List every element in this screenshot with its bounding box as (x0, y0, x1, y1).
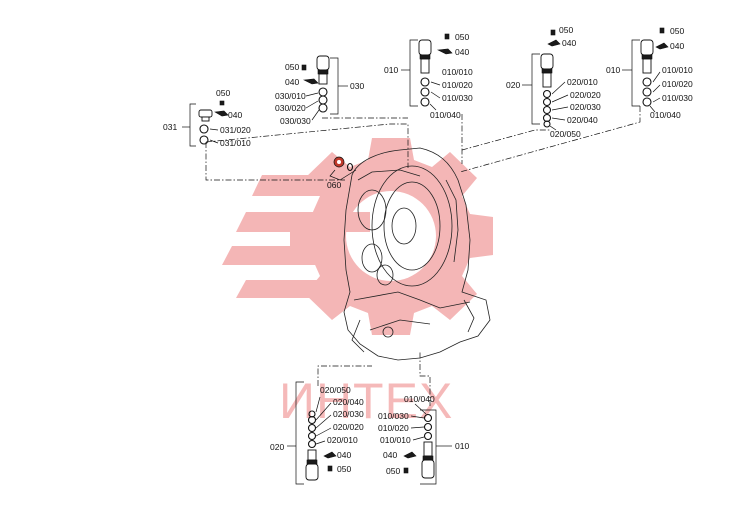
part-label: 020/050 (320, 385, 351, 395)
part-label: 020/030 (333, 409, 364, 419)
part-label: 010/020 (662, 79, 693, 89)
part-label: 031/010 (220, 138, 251, 148)
part-label: 020/040 (333, 397, 364, 407)
group-020-bottom: 020 020/050 020/040 020/030 020/020 020/… (270, 381, 364, 485)
part-label: 010/010 (442, 67, 473, 77)
assembly-dashed-lines (205, 106, 641, 406)
part-label: 030/020 (275, 103, 306, 113)
part-label: 010/030 (378, 411, 409, 421)
group-010-bottom-label: 010 (455, 441, 469, 451)
part-label: 010/030 (662, 93, 693, 103)
solenoid-valve (305, 463, 319, 481)
group-020-top: 020 050 040 020/010 020/020 020/030 020/… (506, 25, 601, 139)
part-label: 040 (337, 450, 351, 460)
part-label: 010/010 (662, 65, 693, 75)
group-060: 060 (327, 156, 357, 190)
group-010-right-label: 010 (606, 65, 620, 75)
solenoid-valve (316, 55, 330, 71)
part-label: 020/010 (567, 77, 598, 87)
group-020-bottom-label: 020 (270, 442, 284, 452)
group-010-bottom: 010 010/040 010/030 010/020 010/010 040 … (378, 394, 469, 485)
part-label: 040 (228, 110, 242, 120)
part-label: 050 (670, 26, 684, 36)
part-label: 010/040 (430, 110, 461, 120)
part-label: 040 (562, 38, 576, 48)
part-label: 010/040 (404, 394, 435, 404)
part-label: 031/020 (220, 125, 251, 135)
group-010-right: 010 050 040 010/010 010/020 010/030 010/… (606, 26, 693, 120)
group-030: 030 050 040 030/010 030/020 030/030 (275, 55, 364, 126)
part-label: 050 (455, 32, 469, 42)
part-label: 020/020 (333, 422, 364, 432)
part-label: 010/010 (380, 435, 411, 445)
part-label: 020/050 (550, 129, 581, 139)
group-010-top-label: 010 (384, 65, 398, 75)
part-label: 050 (337, 464, 351, 474)
part-label: 050 (559, 25, 573, 35)
part-label: 010/030 (442, 93, 473, 103)
part-label: 040 (670, 41, 684, 51)
part-label: 030/030 (280, 116, 311, 126)
part-label: 020/030 (570, 102, 601, 112)
part-label: 030/010 (275, 91, 306, 101)
group-031: 031 050 040 031/020 031/010 (163, 88, 251, 148)
part-label: 040 (383, 450, 397, 460)
transmission-housing (343, 147, 491, 361)
group-020-top-label: 020 (506, 80, 520, 90)
solenoid-valve (418, 39, 432, 56)
watermark-text: ИНТЕХ (279, 373, 453, 429)
group-030-label: 030 (350, 81, 364, 91)
plug-part (198, 109, 213, 118)
part-label: 020/040 (567, 115, 598, 125)
part-label: 010/040 (650, 110, 681, 120)
part-label: 050 (216, 88, 230, 98)
solenoid-valve (640, 39, 654, 56)
group-010-top: 010 050 040 010/010 010/020 010/030 010/… (384, 32, 473, 120)
part-label: 050 (386, 466, 400, 476)
part-label: 010/020 (378, 423, 409, 433)
part-label: 010/020 (442, 80, 473, 90)
part-label: 040 (455, 47, 469, 57)
group-031-label: 031 (163, 122, 177, 132)
part-label: 040 (285, 77, 299, 87)
part-label: 020/010 (327, 435, 358, 445)
solenoid-valve (421, 459, 435, 479)
solenoid-valve (540, 53, 554, 70)
group-060-label: 060 (327, 180, 341, 190)
part-label: 050 (285, 62, 299, 72)
part-label: 020/020 (570, 90, 601, 100)
